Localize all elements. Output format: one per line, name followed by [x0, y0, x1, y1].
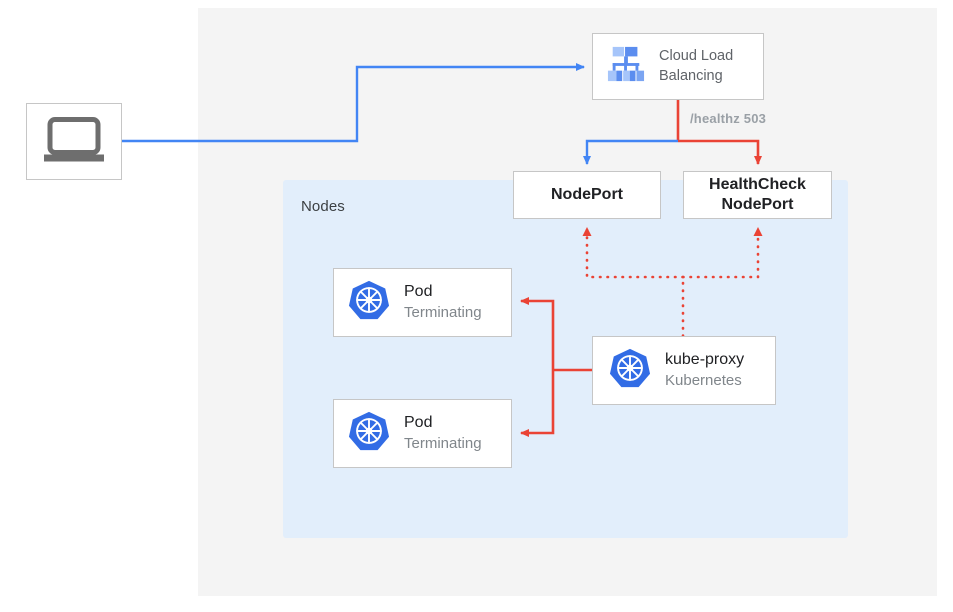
edge-kubeproxy-to-pod-2	[520, 370, 555, 437]
nodes-region-label: Nodes	[301, 198, 345, 215]
kube-proxy-text: kube-proxy Kubernetes	[665, 350, 744, 390]
client-laptop-box[interactable]	[26, 103, 122, 180]
clb-line-1: Cloud Load	[659, 47, 734, 64]
pod-text-1: Pod Terminating	[404, 282, 482, 322]
hc-line-2: NodePort	[721, 196, 794, 213]
kube-proxy-box[interactable]: kube-proxy Kubernetes	[592, 336, 776, 405]
hc-line-1: HealthCheck	[709, 176, 806, 194]
pod-box-1[interactable]: Pod Terminating	[333, 268, 512, 337]
cloud-load-balancing-icon	[605, 45, 647, 88]
nodeport-box[interactable]: NodePort	[513, 171, 661, 219]
edge-loadbalancer-to-nodeport	[583, 139, 678, 165]
pod-subtitle-1: Terminating	[404, 304, 482, 322]
pod-title-1: Pod	[404, 283, 433, 301]
edge-loadbalancer-to-healthcheck-nodeport	[678, 139, 762, 165]
healthcheck-nodeport-box[interactable]: HealthCheck NodePort	[683, 171, 832, 219]
nodeport-label: NodePort	[551, 186, 623, 203]
kubernetes-icon	[609, 347, 651, 394]
pod-text-2: Pod Terminating	[404, 413, 482, 453]
clb-line-2: Balancing	[659, 67, 723, 84]
pod-title-2: Pod	[404, 414, 433, 432]
kube-proxy-title: kube-proxy	[665, 351, 745, 369]
healthcheck-nodeport-label: HealthCheck NodePort	[709, 175, 806, 214]
healthz-status-label: /healthz 503	[690, 111, 767, 126]
kube-proxy-subtitle: Kubernetes	[665, 372, 742, 390]
cloud-load-balancing-box[interactable]: Cloud Load Balancing	[592, 33, 764, 100]
kubernetes-icon	[348, 279, 390, 326]
edge-kubeproxy-to-healthcheck-nodeport-dotted	[681, 226, 763, 279]
cloud-load-balancing-label: Cloud Load Balancing	[659, 47, 733, 86]
kubernetes-icon	[348, 410, 390, 457]
pod-box-2[interactable]: Pod Terminating	[333, 399, 512, 468]
edge-client-to-loadbalancer	[122, 63, 585, 143]
pod-subtitle-2: Terminating	[404, 435, 482, 453]
edge-kubeproxy-to-nodeport-dotted	[582, 226, 685, 279]
edge-kubeproxy-to-pod-1	[520, 297, 555, 370]
laptop-icon	[43, 115, 105, 168]
